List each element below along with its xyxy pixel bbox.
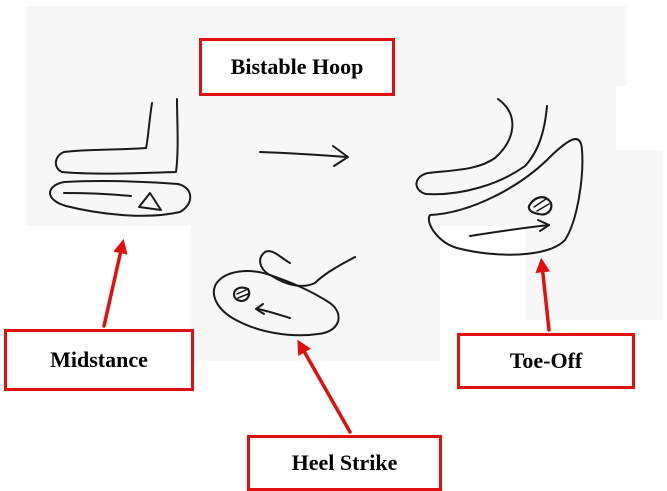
title-label: Bistable Hoop	[199, 38, 395, 96]
heel-strike-insole-sketch	[214, 271, 339, 335]
toe-off-pointer-arrow	[542, 265, 549, 330]
toe-off-foot-sketch	[416, 99, 547, 194]
toe-off-label-text: Toe-Off	[510, 348, 583, 374]
toe-off-label: Toe-Off	[457, 333, 635, 389]
midstance-label-text: Midstance	[50, 347, 148, 373]
heel-strike-label: Heel Strike	[247, 435, 442, 491]
midstance-pointer-arrow	[104, 246, 122, 326]
midstance-insole-sketch	[50, 181, 190, 216]
toe-off-insole-sketch	[429, 139, 583, 255]
heel-strike-pointer-arrow	[301, 346, 350, 432]
midstance-label: Midstance	[4, 329, 194, 391]
transition-arrow	[260, 146, 348, 166]
title-label-text: Bistable Hoop	[231, 54, 364, 80]
midstance-foot-sketch	[56, 99, 178, 174]
heel-strike-foot-sketch	[260, 251, 355, 286]
heel-strike-label-text: Heel Strike	[292, 450, 398, 476]
